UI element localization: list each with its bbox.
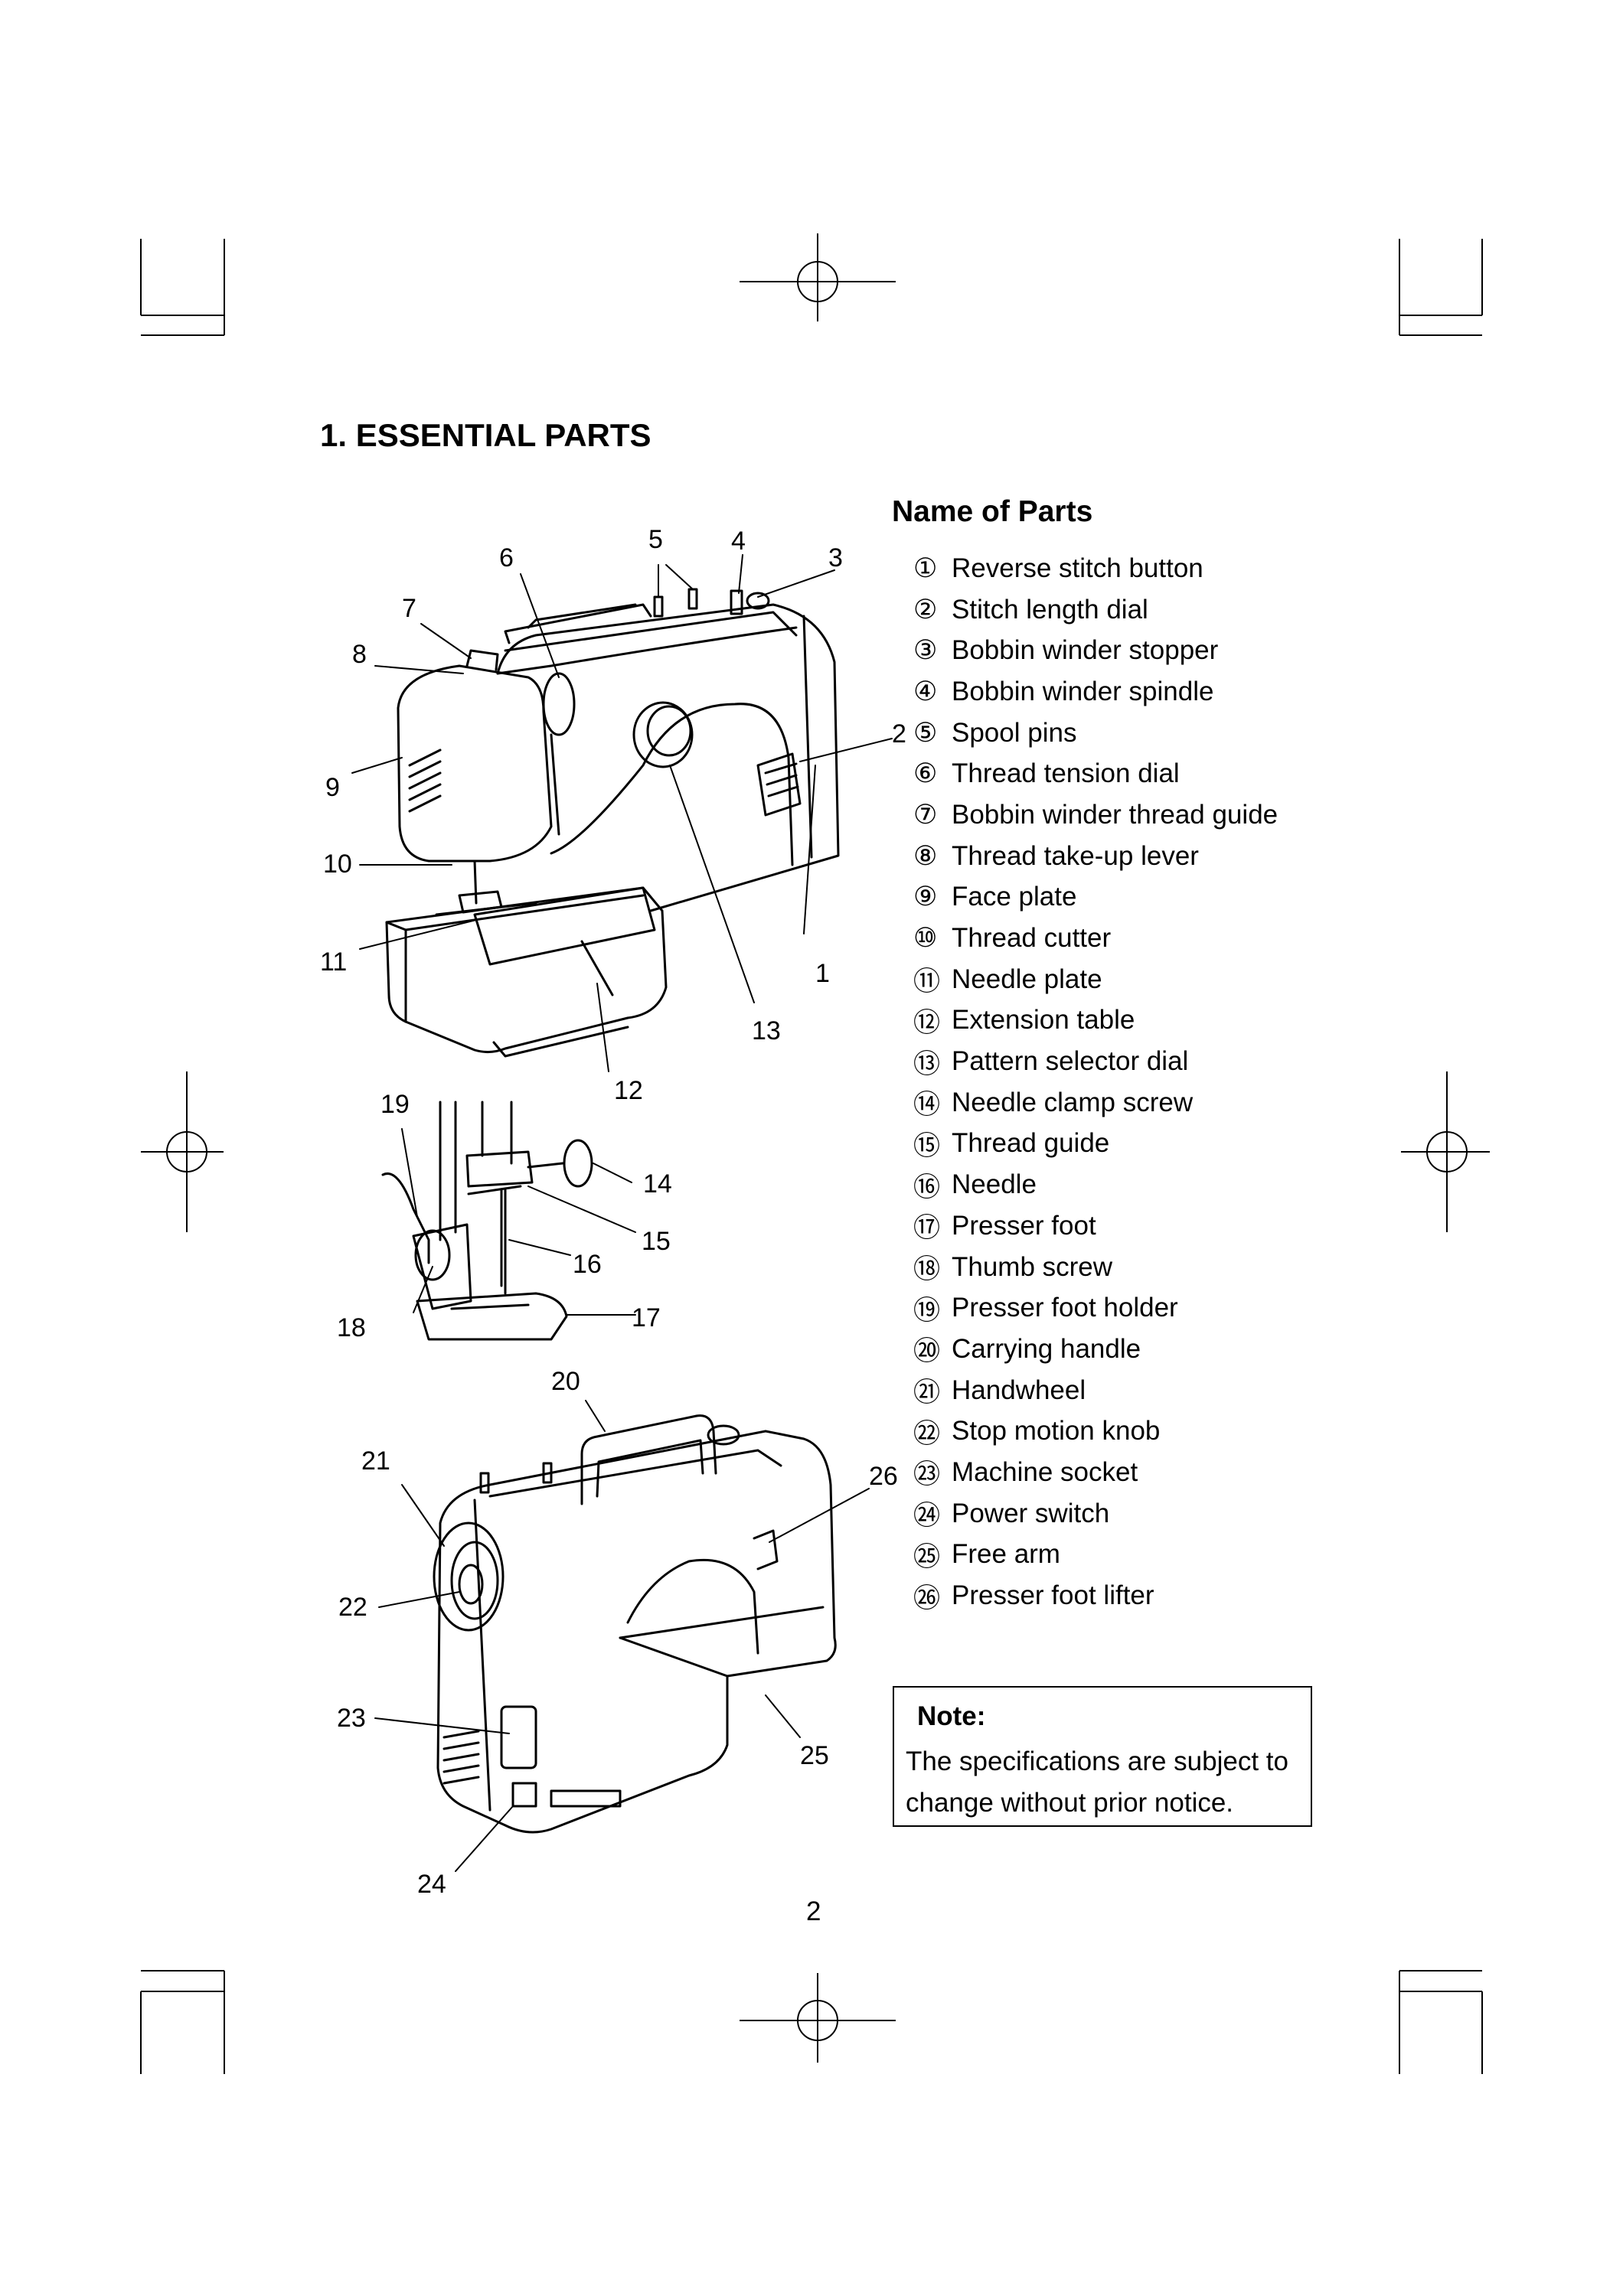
note-title: Note: (917, 1701, 986, 1731)
callout-8: 8 (352, 640, 367, 669)
callout-16: 16 (573, 1250, 602, 1279)
callout-25: 25 (800, 1741, 829, 1770)
callout-20: 20 (551, 1367, 580, 1396)
callout-11: 11 (320, 947, 348, 977)
callout-23: 23 (337, 1704, 366, 1733)
callout-6: 6 (499, 543, 514, 572)
note-text: The specifications are subject to change… (906, 1746, 1288, 1818)
callout-7: 7 (402, 594, 416, 623)
callout-17: 17 (632, 1303, 661, 1332)
callout-10: 10 (323, 850, 352, 879)
callout-5: 5 (648, 525, 663, 554)
callout-22: 22 (338, 1593, 367, 1622)
callout-1: 1 (815, 959, 830, 988)
note-box: Note: The specifications are subject to … (893, 1686, 1312, 1827)
page-number: 2 (806, 1896, 821, 1926)
callout-18: 18 (337, 1313, 366, 1342)
needle-detail-illustration (381, 1101, 593, 1341)
callout-15: 15 (642, 1227, 671, 1256)
parts-heading: Name of Parts (892, 495, 1093, 528)
callout-13: 13 (752, 1016, 781, 1045)
callout-12: 12 (614, 1076, 643, 1105)
callout-14: 14 (643, 1169, 672, 1199)
callout-19: 19 (380, 1090, 410, 1119)
callout-21: 21 (361, 1446, 390, 1476)
callout-9: 9 (325, 773, 340, 802)
callout-2: 2 (892, 719, 906, 748)
callout-26: 26 (869, 1462, 898, 1491)
callout-4: 4 (731, 527, 746, 556)
machine-rear-illustration (433, 1414, 837, 1834)
machine-front-illustration (385, 588, 840, 1058)
callout-3: 3 (828, 543, 843, 572)
page-title: 1. ESSENTIAL PARTS (320, 417, 651, 453)
callout-24: 24 (417, 1870, 446, 1899)
